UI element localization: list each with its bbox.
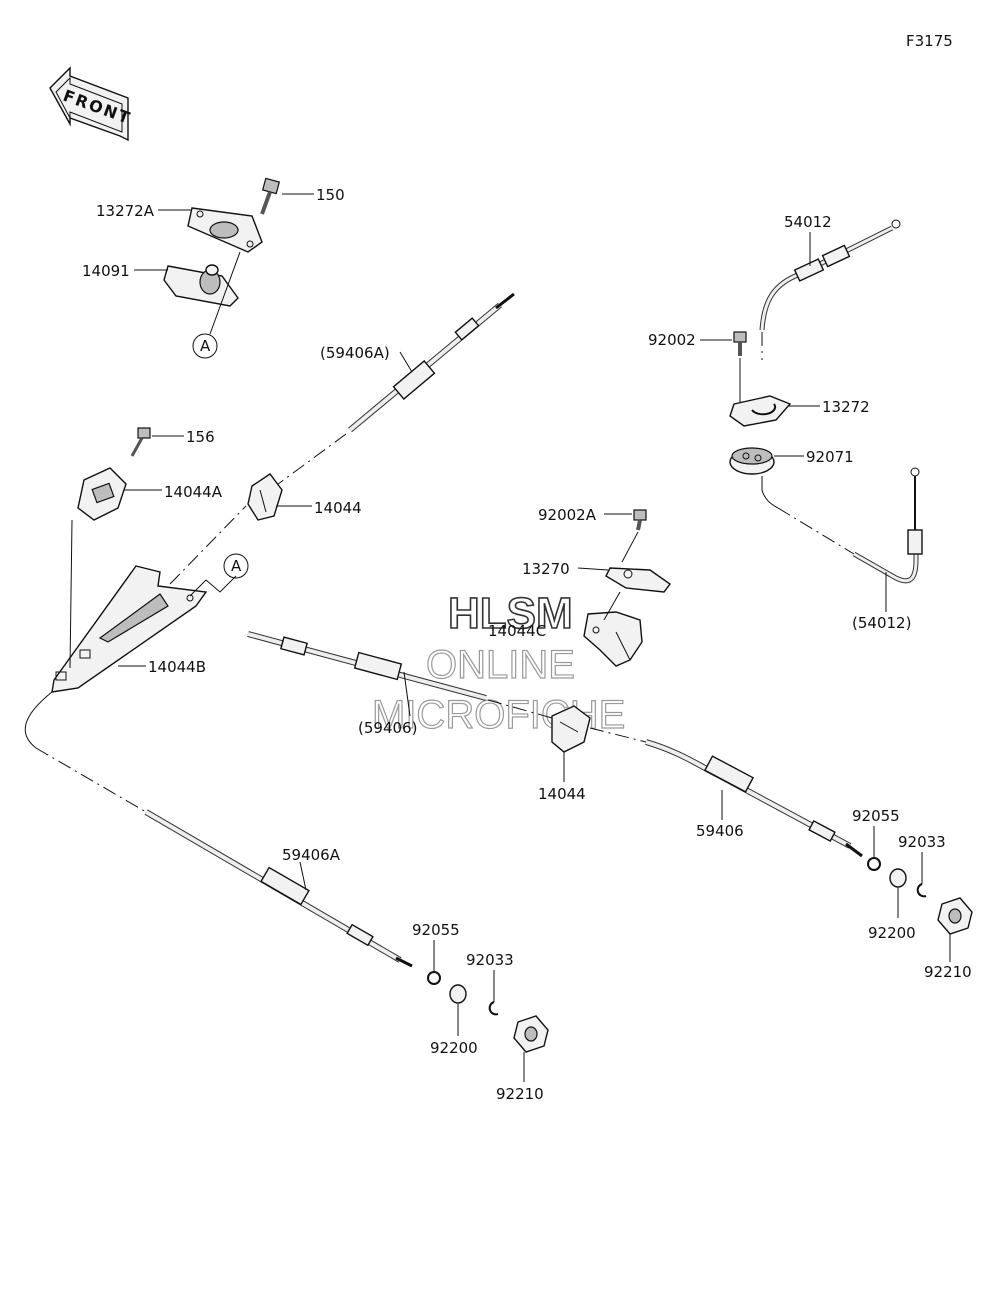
label-92055-right: 92055: [852, 807, 900, 825]
label-14044B: 14044B: [148, 658, 206, 676]
grommet-92071: [729, 447, 775, 475]
label-92002: 92002: [648, 331, 696, 349]
ref-marker-a-mid-label: A: [231, 557, 242, 575]
label-92002A: 92002A: [538, 506, 597, 524]
label-92210-left: 92210: [496, 1085, 544, 1103]
label-92071: 92071: [806, 448, 854, 466]
washer-92200-left: [449, 984, 467, 1004]
label-92200-right: 92200: [868, 924, 916, 942]
label-13272: 13272: [822, 398, 870, 416]
clip-14044-left: [247, 473, 283, 521]
label-14091: 14091: [82, 262, 130, 280]
plate-13270: [605, 567, 671, 593]
label-92033-left: 92033: [466, 951, 514, 969]
label-92200-left: 92200: [430, 1039, 478, 1057]
label-14044-mid: 14044: [538, 785, 586, 803]
watermark-line2: ONLINE: [426, 643, 575, 687]
bolt-92002: [733, 331, 747, 356]
label-150: 150: [316, 186, 345, 204]
cable-59406A-upper: [348, 292, 515, 433]
label-59406A-paren: (59406A): [320, 344, 390, 362]
cable-54012-upper: [759, 219, 901, 331]
ref-marker-a-top: [192, 333, 218, 359]
o-ring-92055-right: [867, 857, 881, 871]
label-92210-right: 92210: [924, 963, 972, 981]
label-54012: 54012: [784, 213, 832, 231]
ref-marker-a-top-label: A: [200, 337, 211, 355]
cable-54012-lower: [852, 467, 923, 584]
cable-59406A-lower: [144, 809, 413, 968]
label-92055-left: 92055: [412, 921, 460, 939]
cable-59406-upper: [247, 631, 487, 701]
label-54012-paren: (54012): [852, 614, 911, 632]
part-14091: [163, 264, 239, 307]
label-59406-paren: (59406): [358, 719, 417, 737]
label-156: 156: [186, 428, 215, 446]
o-ring-92055-left: [427, 971, 441, 985]
clip-92033-right: [916, 883, 927, 898]
bracket-14044C: [583, 611, 643, 667]
ref-marker-a-mid: [223, 553, 249, 579]
clamp-14044A: [77, 467, 127, 521]
washer-92200-right: [889, 868, 907, 888]
label-59406A: 59406A: [282, 846, 341, 864]
cable-59406-lower: [645, 739, 863, 858]
clip-14044-mid: [551, 705, 591, 753]
label-14044-left: 14044: [314, 499, 362, 517]
label-92033-right: 92033: [898, 833, 946, 851]
label-13272A: 13272A: [96, 202, 155, 220]
bolt-156: [130, 427, 151, 457]
label-14044A: 14044A: [164, 483, 223, 501]
bracket-14044B: [51, 565, 208, 693]
label-13270: 13270: [522, 560, 570, 578]
label-59406: 59406: [696, 822, 744, 840]
bolt-150: [260, 177, 281, 215]
bolt-92002A: [633, 509, 647, 531]
figure-code: F3175: [906, 32, 953, 50]
watermark-line1: HLSM: [448, 589, 573, 638]
clip-92033-left: [488, 1001, 499, 1016]
front-arrow-icon: FRONT: [49, 66, 134, 142]
gasket-13272A: [187, 207, 263, 253]
label-14044C: 14044C: [488, 622, 546, 640]
plate-13272: [729, 395, 792, 427]
